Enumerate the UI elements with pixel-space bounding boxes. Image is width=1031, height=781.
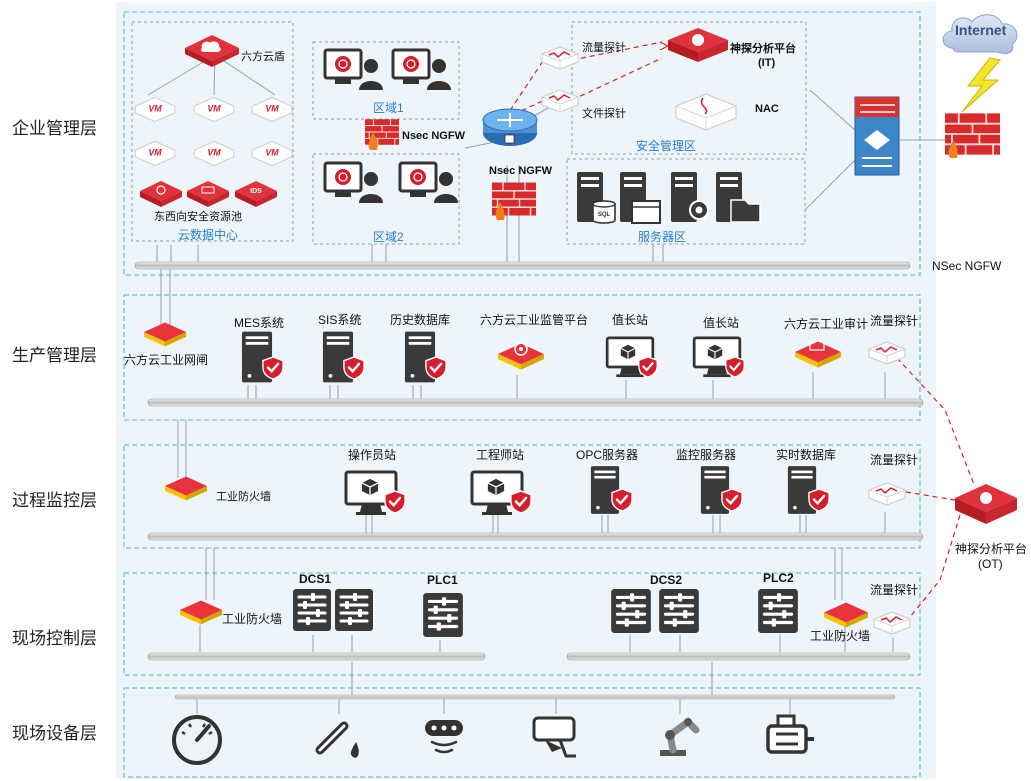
zone2-label: 区域2 — [373, 230, 404, 244]
security-pool-icons — [140, 181, 277, 207]
nac-icon — [675, 93, 737, 131]
security-zone-label: 安全管理区 — [636, 139, 697, 153]
zone-workstations — [323, 48, 458, 203]
network-buses — [134, 261, 924, 700]
engineer-station-label: 工程师站 — [476, 448, 525, 462]
plc2-label: PLC2 — [763, 571, 794, 585]
router-icon — [482, 108, 538, 146]
east-west-pool-label: 东西向安全资源池 — [154, 211, 242, 223]
monitor-platform-icon — [498, 342, 544, 370]
dcs1-cabinet-2-icon — [334, 588, 374, 632]
dcs2-label: DCS2 — [650, 573, 683, 587]
monitor-server-label: 监控服务器 — [676, 448, 737, 462]
cloud-shield-icon — [185, 35, 239, 67]
plc1-icon — [421, 592, 465, 638]
process-firewall-label: 工业防火墙 — [216, 491, 271, 503]
sensor-icon — [425, 720, 463, 754]
cloud-center-label: 云数据中心 — [178, 228, 239, 242]
flame-icons — [368, 132, 958, 220]
gauge-icon — [172, 715, 222, 765]
dcs2-cabinet-2-icon — [657, 588, 701, 634]
layer-label-field-device: 现场设备层 — [12, 724, 97, 743]
file-probe-label: 文件探针 — [582, 108, 626, 120]
dcs1-cabinet-1-icon — [292, 588, 332, 632]
lightning-icon — [961, 57, 1001, 113]
industrial-audit-icon — [795, 340, 841, 368]
sis-label: SIS系统 — [318, 313, 362, 327]
process-probe-label: 流量探针 — [870, 453, 919, 467]
plc2-icon — [756, 588, 800, 634]
opc-label: OPC服务器 — [576, 448, 639, 462]
dcs2-cabinet-1-icon — [609, 588, 653, 634]
traffic-probe-label: 流量探针 — [582, 42, 626, 54]
analysis-it-label-1: 神探分析平台 — [730, 43, 796, 55]
zone-ngfw-label: Nsec NGFW — [402, 130, 465, 142]
production-probe-label: 流量探针 — [870, 314, 919, 328]
layer-boxes — [123, 11, 921, 778]
core-switch-icon — [854, 96, 900, 176]
zone1-label: 区域1 — [373, 101, 404, 115]
field-firewall-right-label: 工业防火墙 — [810, 629, 871, 643]
field-firewall-left-label: 工业防火墙 — [222, 612, 283, 626]
center-ngfw-label: Nsec NGFW — [489, 165, 552, 177]
motor-icon — [766, 714, 814, 754]
layer-label-field-control: 现场控制层 — [12, 629, 97, 648]
internet-label: Internet — [955, 22, 1007, 38]
server-zone-icons — [577, 172, 761, 224]
analysis-ot-label-2: (OT) — [978, 557, 1003, 571]
layer-label-enterprise: 企业管理层 — [12, 119, 97, 138]
analysis-platform-it-icon — [668, 28, 728, 62]
gateway-label: 六方云工业网闸 — [124, 353, 209, 367]
ids-label: IDS — [250, 188, 262, 195]
audit-label: 六方云工业审计 — [784, 317, 869, 331]
mes-label: MES系统 — [234, 316, 285, 330]
dcs1-label: DCS1 — [299, 572, 332, 586]
layer-label-production: 生产管理层 — [12, 346, 97, 365]
server-zone-label: 服务器区 — [638, 230, 687, 244]
connection-lines — [147, 54, 945, 714]
operator-station-label: 操作员站 — [348, 448, 397, 462]
camera-icon — [532, 716, 576, 758]
plc1-label: PLC1 — [427, 573, 458, 587]
nac-label: NAC — [755, 103, 779, 115]
robot-arm-icon — [660, 717, 700, 756]
analysis-platform-ot-icon — [955, 484, 1017, 524]
monitor-platform-label: 六方云工业监管平台 — [480, 313, 589, 327]
realtime-db-label: 实时数据库 — [776, 448, 837, 462]
duty-station-2-label: 值长站 — [703, 316, 740, 330]
edge-ngfw-label: NSec NGFW — [932, 259, 1002, 273]
thermometer-icon — [315, 721, 359, 758]
internet-cloud — [942, 14, 1018, 55]
layer-label-process: 过程监控层 — [12, 491, 97, 510]
analysis-it-label-2: (IT) — [758, 57, 776, 69]
sql-label: SQL — [598, 212, 611, 218]
history-db-label: 历史数据库 — [390, 313, 451, 327]
analysis-ot-label-1: 神探分析平台 — [955, 542, 1028, 556]
field-probe-label: 流量探针 — [870, 583, 919, 597]
duty-station-1-label: 值长站 — [612, 313, 649, 327]
cloud-shield-label: 六方云盾 — [241, 51, 285, 63]
